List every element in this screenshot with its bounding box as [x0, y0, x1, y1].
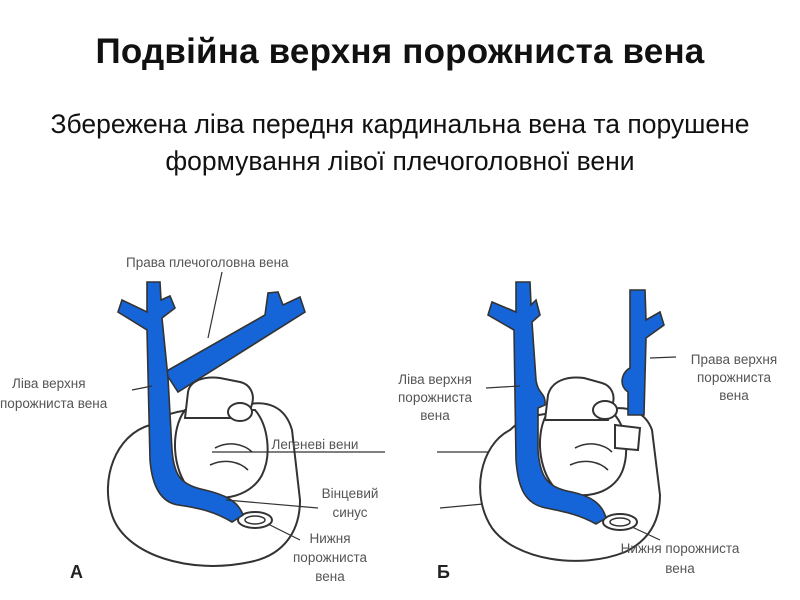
- label-ivc-a-3: вена: [315, 569, 345, 584]
- label-left-svc-b-1: Ліва верхня: [398, 372, 472, 387]
- pulmonary-vein-bulge-a: [174, 409, 269, 499]
- label-left-svc-b-2: порожниста: [398, 390, 472, 405]
- label-right-brachiocephalic: Права плечоголовна вена: [126, 255, 289, 270]
- label-left-svc-a-1: Ліва верхня: [12, 376, 86, 391]
- ivc-stub-b: [602, 513, 638, 531]
- label-coronary-sinus-2: синус: [332, 505, 367, 520]
- left-svc-vein-a: [117, 281, 244, 523]
- label-coronary-sinus-1: Вінцевий: [322, 486, 379, 501]
- label-right-svc-2: порожниста: [697, 370, 771, 385]
- slide-subtitle: Збережена ліва передня кардинальна вена …: [50, 109, 750, 176]
- right-brachiocephalic-vein: [163, 291, 306, 394]
- label-ivc-b-1: Нижня порожниста: [621, 541, 740, 556]
- label-right-svc-1: Права верхня: [691, 352, 777, 367]
- right-svc-vein-b: [621, 289, 665, 416]
- panel-label-a: А: [70, 562, 83, 582]
- label-ivc-a-2: порожниста: [293, 550, 367, 565]
- panel-b-figure: [479, 281, 665, 562]
- slide-title: Подвійна верхня порожниста вена: [95, 32, 705, 71]
- label-left-svc-b-3: вена: [420, 408, 450, 423]
- label-left-svc-a-2: порожниста вена: [0, 396, 108, 411]
- ivc-stub-a: [237, 511, 273, 529]
- label-right-svc-3: вена: [719, 388, 749, 403]
- pulmonary-vein-bulge-b: [538, 411, 628, 497]
- label-pulmonary-veins: Легеневі вени: [272, 437, 359, 452]
- label-ivc-b-2: вена: [665, 561, 695, 576]
- panel-label-b: Б: [437, 562, 450, 582]
- left-svc-vein-b: [487, 281, 607, 525]
- label-ivc-a-1: Нижня: [309, 531, 350, 546]
- panel-a-figure: [107, 281, 306, 567]
